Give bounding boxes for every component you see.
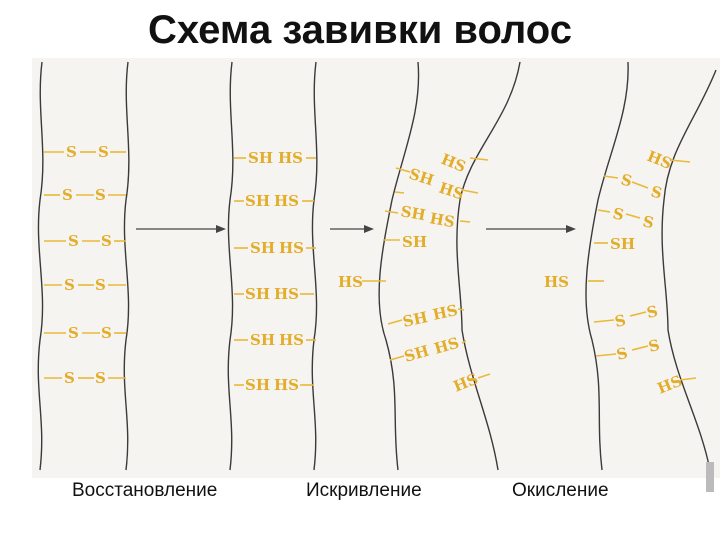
chem-s: S — [64, 369, 75, 387]
label-reduction: Восстановление — [72, 480, 218, 501]
page-title: Схема завивки волос — [148, 8, 572, 52]
label-oxidation: Окисление — [512, 480, 609, 501]
chem-labels-stage-4: HS S S S S SH HS S S S S HS — [544, 147, 685, 398]
chem-s: S — [101, 232, 112, 250]
chem-sh: SH — [245, 192, 270, 210]
bonds-stage-2 — [234, 157, 316, 386]
chem-sh: SH — [245, 376, 270, 394]
strand-4-right — [661, 69, 717, 471]
stage-3-group: HS SH HS SH HS SH HS SH HS SH HS HS — [338, 61, 521, 471]
chem-s: S — [615, 344, 630, 364]
edge-marker — [706, 462, 714, 492]
chem-hs: HS — [278, 149, 303, 167]
chem-s: S — [649, 182, 664, 202]
strand-2-left — [227, 61, 234, 471]
chem-sh: SH — [402, 342, 431, 366]
bonds-stage-4 — [588, 159, 697, 381]
chem-sh: SH — [399, 202, 427, 224]
chem-hs: HS — [432, 334, 461, 358]
chem-hs: HS — [431, 301, 459, 324]
arrow-oxidation — [486, 225, 576, 233]
chem-sh: SH — [401, 308, 429, 331]
chem-hs: HS — [437, 179, 466, 204]
strand-2-right — [311, 61, 318, 471]
chem-s: S — [62, 186, 73, 204]
stage-1-group: S S S S S S S S S S S S — [37, 61, 130, 471]
chem-s: S — [647, 336, 662, 356]
label-curving: Искривление — [306, 480, 422, 501]
chem-s: S — [641, 212, 655, 232]
chem-s: S — [101, 324, 112, 342]
chem-hs: HS — [279, 239, 304, 257]
bonds-stage-3 — [362, 157, 491, 379]
chem-hs: HS — [544, 273, 569, 291]
chem-sh: SH — [402, 233, 427, 251]
stage-2-group: SH HS SH HS SH HS SH HS SH HS SH HS — [227, 61, 318, 471]
chem-sh: SH — [248, 149, 273, 167]
strand-1-right — [123, 61, 130, 471]
strand-4-left — [585, 61, 629, 471]
chem-s: S — [66, 143, 77, 161]
strand-3-left — [378, 61, 420, 471]
chem-hs: HS — [428, 209, 456, 231]
arrow-curving — [330, 225, 374, 233]
chem-s: S — [645, 302, 659, 322]
chem-sh: SH — [250, 331, 275, 349]
chem-s: S — [68, 324, 79, 342]
bonds-stage-1 — [44, 151, 126, 379]
strand-3-right — [456, 61, 521, 471]
chem-labels-stage-2: SH HS SH HS SH HS SH HS SH HS SH HS — [245, 149, 304, 394]
chem-sh: SH — [407, 165, 436, 190]
chem-sh: SH — [245, 285, 270, 303]
chem-hs: HS — [274, 285, 299, 303]
chem-s: S — [98, 143, 109, 161]
chem-sh: SH — [610, 235, 635, 253]
chem-s: S — [619, 170, 634, 190]
chem-hs: HS — [274, 376, 299, 394]
chem-hs: HS — [338, 273, 363, 291]
chem-sh: SH — [250, 239, 275, 257]
diagram-panel — [32, 58, 720, 478]
strand-1-left — [37, 61, 44, 471]
chem-s: S — [68, 232, 79, 250]
chem-s: S — [95, 369, 106, 387]
chem-s: S — [95, 186, 106, 204]
chem-hs: HS — [279, 331, 304, 349]
chem-s: S — [95, 276, 106, 294]
chem-hs: HS — [451, 370, 481, 396]
chem-s: S — [613, 311, 627, 331]
chem-labels-stage-3: HS SH HS SH HS SH HS SH HS SH HS HS — [338, 150, 481, 396]
chem-s: S — [611, 204, 625, 224]
chem-labels-stage-1: S S S S S S S S S S S S — [62, 143, 112, 387]
chem-hs: HS — [439, 150, 469, 176]
chem-hs: HS — [274, 192, 299, 210]
stage-4-group: HS S S S S SH HS S S S S HS — [544, 61, 717, 471]
chem-s: S — [64, 276, 75, 294]
arrow-reduction — [136, 225, 226, 233]
